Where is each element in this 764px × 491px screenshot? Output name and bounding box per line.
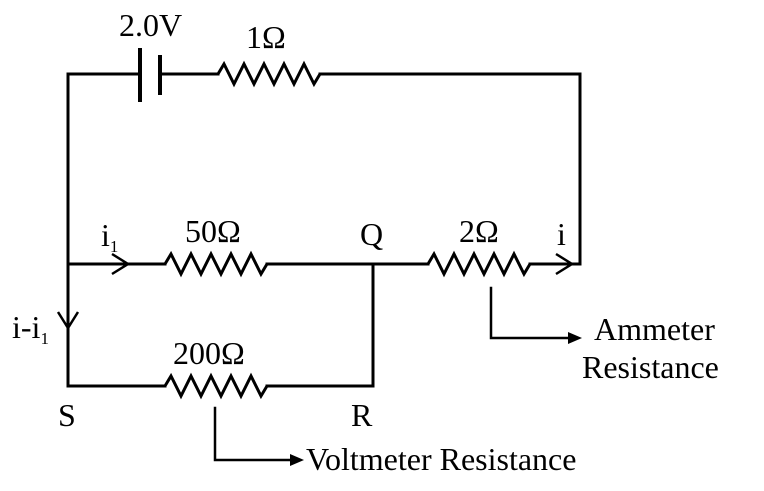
voltmeter-leader-line	[213, 406, 292, 462]
node-q-label: Q	[360, 216, 383, 252]
voltmeter-arrow-head	[290, 454, 304, 466]
current-i-label: i	[557, 216, 566, 252]
bottom-branch	[56, 262, 375, 400]
resistor-1-ohm	[216, 60, 322, 88]
middle-branch	[66, 250, 582, 278]
resistor-200-ohm	[163, 372, 269, 400]
wire-bottom-left	[66, 262, 167, 388]
arrow-i	[555, 252, 575, 276]
node-s-label: S	[58, 397, 76, 433]
ammeter-arrow-head	[568, 332, 582, 344]
current-i1-label: i1	[101, 217, 118, 256]
current-i1-main: i	[101, 217, 110, 253]
ammeter-leader-line	[489, 286, 570, 340]
arrow-split	[56, 311, 80, 331]
resistor-200-label: 200Ω	[173, 335, 245, 371]
internal-resistor-label: 1Ω	[246, 19, 286, 55]
resistor-50-label: 50Ω	[185, 213, 241, 249]
resistor-2-ohm	[426, 250, 532, 278]
ammeter-label-line1: Ammeter	[594, 311, 715, 347]
wire-top-left	[66, 72, 142, 264]
voltmeter-pointer	[213, 406, 304, 466]
current-split-main: i-i	[12, 309, 41, 345]
node-r-label: R	[351, 397, 373, 433]
ammeter-pointer	[489, 286, 582, 344]
current-i1-subscript: 1	[110, 237, 119, 256]
current-split-label: i-i1	[12, 309, 49, 348]
wire-top-right	[318, 72, 582, 266]
current-split-subscript: 1	[40, 329, 49, 348]
arrow-i1	[111, 252, 131, 276]
top-branch	[66, 48, 582, 266]
ammeter-label-line2: Resistance	[582, 349, 719, 385]
wire-bottom-right	[265, 262, 375, 388]
resistor-2-label: 2Ω	[459, 213, 499, 249]
resistor-50-ohm	[163, 250, 269, 278]
battery-label: 2.0V	[119, 7, 182, 43]
voltmeter-label: Voltmeter Resistance	[306, 441, 576, 477]
